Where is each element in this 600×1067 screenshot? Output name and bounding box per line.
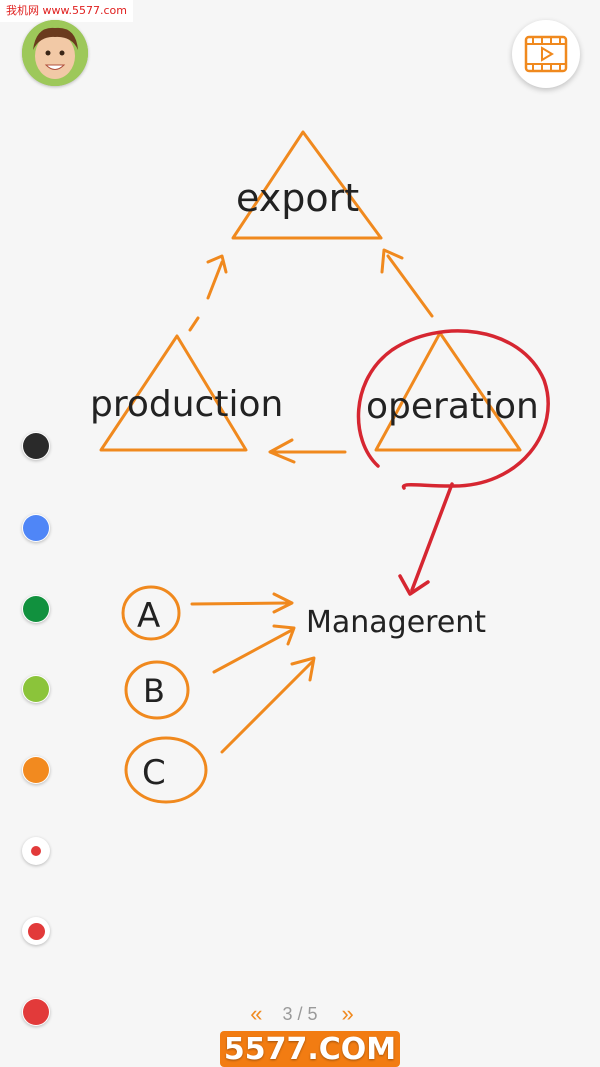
arrow-production-to-export [188,260,224,332]
color-swatch-light-green[interactable] [22,675,50,703]
label-production: production [90,384,283,425]
site-logo-watermark: 5577.COM [220,1031,400,1067]
page-counter: 3 / 5 [282,1003,318,1024]
watermark-text: 我机网 www.5577.com [0,0,133,22]
child-photo-avatar [22,20,88,86]
color-swatch-dark-green[interactable] [22,595,50,623]
arrow-b-to-managerent [212,628,294,674]
operation-triangle [374,331,522,452]
circle-a [121,585,181,641]
arrow-c-to-managerent [220,660,314,754]
light-green-dot-icon [23,676,49,702]
label-a: A [137,596,160,636]
black-dot-icon [23,433,49,459]
next-page-button[interactable]: » [341,1001,354,1026]
brush-size-medium[interactable] [22,917,50,945]
label-export: export [236,176,359,220]
circle-c [124,736,208,804]
label-operation: operation [366,386,539,427]
video-play-icon [524,35,568,73]
dark-green-dot-icon [23,596,49,622]
avatar[interactable] [22,20,88,86]
small-dot-icon [31,846,41,856]
arrow-operation-to-export [386,254,434,318]
label-managerent: Managerent [306,605,486,640]
video-play-button[interactable] [512,20,580,88]
color-swatch-black[interactable] [22,432,50,460]
label-c: C [142,753,166,793]
color-swatch-orange[interactable] [22,756,50,784]
export-triangle [231,130,383,240]
arrow-a-to-managerent [190,601,290,606]
label-b: B [143,672,165,710]
brush-size-large[interactable] [22,998,50,1026]
prev-page-button[interactable]: « [250,1001,262,1026]
pager: « 3 / 5 » [0,1000,600,1028]
orange-dot-icon [23,757,49,783]
color-swatch-blue[interactable] [22,514,50,542]
blue-dot-icon [23,515,49,541]
production-triangle [99,334,248,452]
large-dot-icon [23,999,49,1025]
brush-size-small[interactable] [22,837,50,865]
red-arrow-to-managerent [410,482,454,592]
medium-dot-icon [27,922,45,940]
circle-b [124,660,190,720]
